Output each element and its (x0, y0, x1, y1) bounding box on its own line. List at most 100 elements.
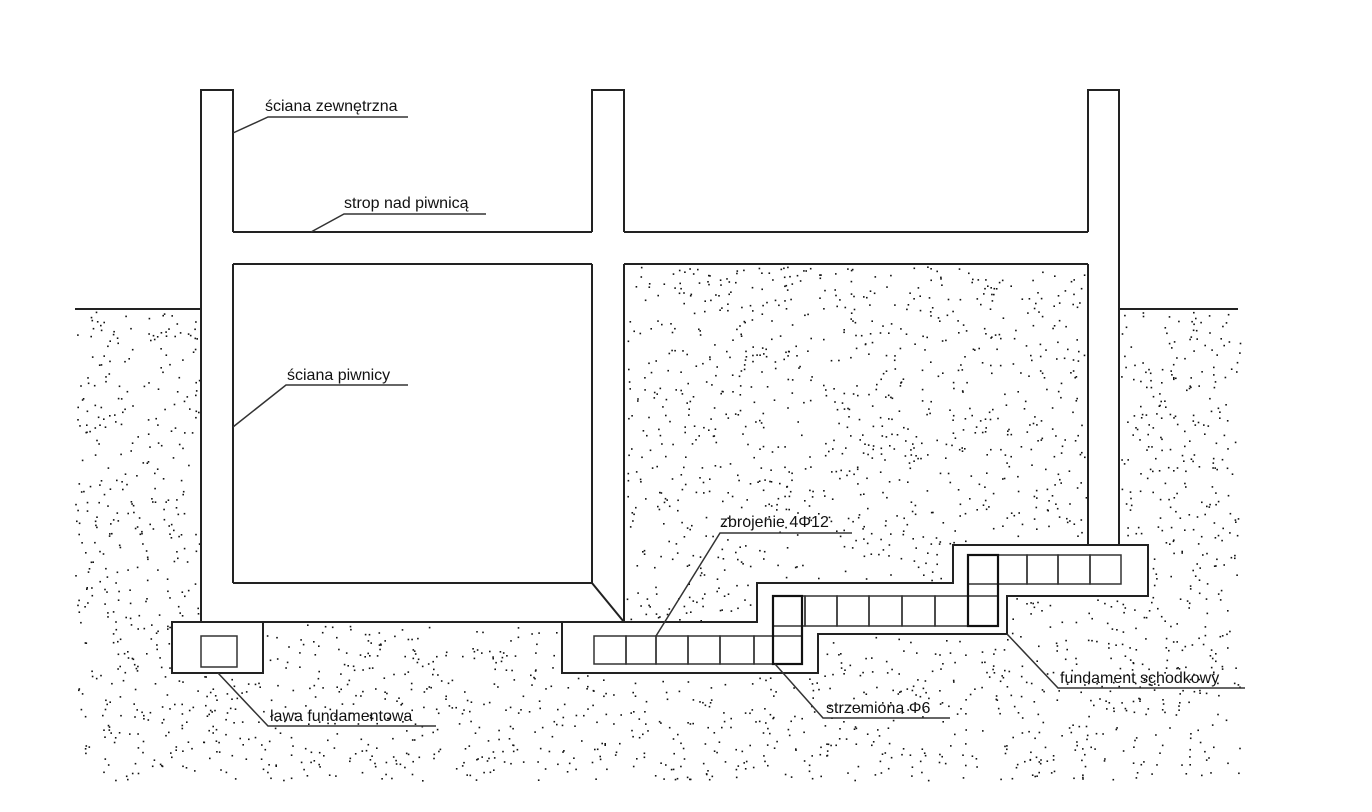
soil-dot (541, 726, 544, 729)
soil-dot (738, 375, 741, 378)
soil-dot (739, 546, 741, 548)
soil-dot (94, 541, 96, 544)
soil-dot (275, 764, 277, 766)
soil-dot (136, 475, 138, 477)
soil-dot (1169, 506, 1172, 509)
soil-dot (1084, 765, 1087, 768)
soil-dot (1058, 302, 1061, 304)
soil-dot (1224, 376, 1227, 379)
soil-dot (1157, 526, 1160, 528)
soil-dot (1214, 537, 1217, 539)
stirrup (771, 594, 804, 666)
soil-dot (536, 643, 538, 646)
soil-dot (743, 364, 746, 366)
soil-dot (678, 269, 681, 272)
soil-dot (550, 685, 553, 688)
soil-dot (741, 306, 743, 309)
soil-dot (687, 382, 689, 385)
soil-dot (693, 312, 696, 315)
soil-dot (120, 453, 122, 456)
soil-dot (334, 722, 336, 725)
soil-dot (678, 690, 681, 693)
soil-dot (977, 279, 980, 281)
soil-dot (952, 381, 955, 384)
soil-dot (1185, 470, 1187, 473)
soil-dot (1154, 683, 1156, 685)
soil-dot (1073, 279, 1075, 281)
soil-dot (912, 685, 915, 688)
soil-dot (704, 593, 706, 595)
soil-dot (919, 309, 922, 312)
soil-dot (851, 268, 854, 271)
soil-dot (727, 303, 729, 305)
soil-dot (1147, 433, 1149, 436)
soil-dot (1152, 596, 1155, 599)
soil-dot (1030, 354, 1032, 357)
soil-dot (150, 339, 152, 342)
soil-dot (1031, 464, 1033, 466)
soil-dot (660, 555, 662, 558)
soil-dot (1007, 430, 1009, 432)
soil-dot (1016, 763, 1019, 766)
soil-dot (863, 493, 865, 495)
soil-dot (888, 544, 891, 546)
soil-dot (911, 510, 914, 513)
soil-dot (857, 516, 860, 519)
soil-dot (635, 506, 637, 509)
soil-dot (1041, 372, 1044, 375)
soil-dot (700, 620, 702, 622)
soil-dot (680, 474, 683, 476)
soil-dot (1168, 316, 1171, 318)
soil-dot (877, 729, 879, 731)
soil-dot (879, 332, 882, 334)
soil-dot (789, 490, 792, 493)
soil-dot (922, 716, 924, 718)
soil-dot (965, 540, 967, 543)
exterior-wall-left (200, 89, 234, 622)
soil-dot (279, 732, 282, 734)
soil-dot (968, 272, 970, 275)
soil-dot (953, 387, 955, 390)
soil-dot (807, 350, 809, 352)
soil-dot (1077, 434, 1079, 437)
soil-dot (573, 757, 575, 759)
soil-dot (630, 712, 632, 714)
soil-dot (892, 689, 894, 692)
soil-dot (672, 273, 675, 275)
soil-dot (830, 520, 833, 523)
soil-dot (885, 354, 888, 357)
soil-dot (949, 409, 951, 411)
soil-dot (1210, 772, 1212, 774)
soil-dot (671, 331, 674, 334)
soil-dot (791, 324, 794, 326)
soil-dot (87, 377, 89, 379)
soil-dot (537, 761, 539, 763)
soil-dot (361, 750, 364, 752)
soil-dot (167, 590, 169, 593)
soil-dot (1008, 670, 1011, 673)
soil-dot (853, 697, 855, 700)
soil-dot (888, 555, 890, 557)
soil-dot (1213, 565, 1216, 567)
soil-dot (903, 650, 905, 652)
soil-dot (768, 272, 771, 274)
soil-dot (96, 526, 98, 529)
soil-dot (771, 320, 773, 322)
soil-dot (924, 680, 927, 682)
soil-dot (95, 677, 98, 680)
soil-dot (394, 635, 396, 638)
soil-dot (497, 686, 499, 688)
soil-dot (637, 400, 639, 402)
soil-dot (743, 320, 746, 323)
soil-dot (1012, 363, 1015, 365)
soil-dot (1188, 701, 1190, 704)
soil-dot (906, 688, 909, 690)
soil-dot (522, 695, 525, 698)
soil-dot (77, 509, 79, 512)
soil-dot (112, 633, 115, 635)
soil-dot (556, 632, 558, 634)
soil-dot (984, 486, 986, 488)
soil-dot (1146, 477, 1149, 480)
soil-dot (1033, 307, 1036, 310)
soil-dot (921, 400, 924, 402)
